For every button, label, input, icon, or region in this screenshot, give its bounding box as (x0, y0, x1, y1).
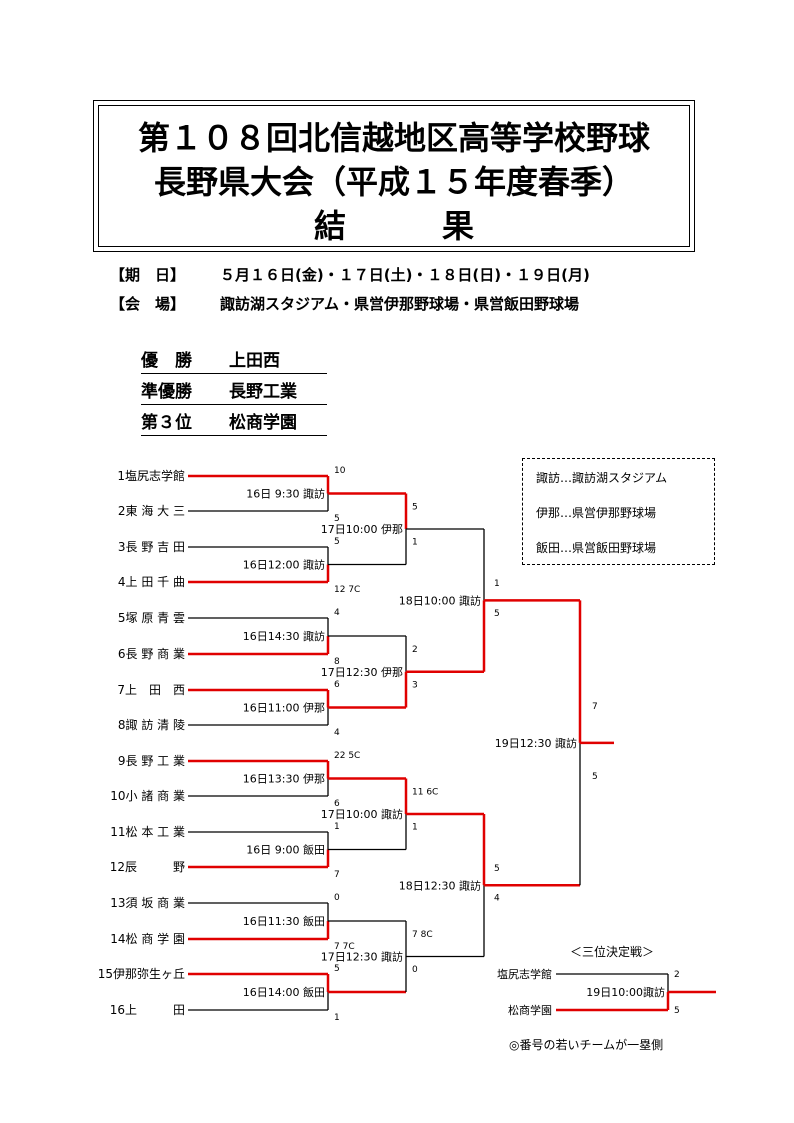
result-runner-up: 準優勝 長野工業 (141, 377, 327, 405)
team-name: 4上 田 千 曲 (118, 575, 185, 589)
game-score: 1 (334, 822, 340, 832)
result-team: 長野工業 (229, 382, 297, 402)
result-label: 優 勝 (141, 351, 192, 371)
date-label: 【期 日】 (110, 266, 186, 284)
game-label: 17日12:30 諏訪 (321, 950, 403, 964)
game-label: 17日10:00 諏訪 (321, 807, 403, 821)
result-champion: 優 勝 上田西 (141, 346, 327, 374)
game-label: 16日14:00 飯田 (243, 985, 325, 999)
team-name: 14松 商 学 園 (110, 931, 185, 946)
team-name: 11松 本 工 業 (110, 825, 185, 839)
game-label: 16日 9:00 飯田 (246, 843, 325, 857)
legend-item: 飯田…県営飯田野球場 (536, 541, 657, 555)
game-score: 5 (334, 537, 340, 547)
legend-item: 伊那…県営伊那野球場 (536, 506, 657, 520)
game-score: 6 (334, 799, 340, 809)
game-label: 16日12:00 諏訪 (243, 558, 325, 572)
venue-label: 【会 場】 (110, 295, 186, 313)
game-score: 5 (494, 609, 500, 619)
title-line-1: 第１０８回北信越地区高等学校野球 (137, 119, 650, 157)
game-score: 5 (674, 1006, 680, 1016)
game-score: 22 5C (334, 751, 360, 761)
game-score: 4 (334, 608, 340, 618)
team-name: 16上 田 (110, 1003, 185, 1017)
team-name: 5塚 原 青 雲 (118, 611, 185, 625)
game-score: 1 (412, 538, 418, 548)
game-score: 2 (674, 970, 680, 980)
team-name: 6長 野 商 業 (118, 646, 185, 661)
game-label: 16日14:30 諏訪 (243, 629, 325, 643)
venue-legend: 諏訪…諏訪湖スタジアム 伊那…県営伊那野球場 飯田…県営飯田野球場 (522, 458, 715, 565)
team-name: 2東 海 大 三 (118, 503, 185, 518)
team-name: 15伊那弥生ヶ丘 (98, 966, 185, 981)
game-label: 17日10:00 伊那 (321, 523, 403, 536)
game-score: 4 (334, 728, 340, 738)
title-box: 第１０８回北信越地区高等学校野球 長野県大会（平成１５年度春季） 結 果 (93, 100, 695, 252)
game-label: 18日10:00 諏訪 (399, 593, 481, 607)
game-score: 7 7C (334, 942, 355, 952)
title-line-2: 長野県大会（平成１５年度春季） (153, 163, 634, 201)
game-score: 5 (334, 964, 340, 974)
game-score: 5 (494, 864, 500, 874)
footnote: ◎番号の若いチームが一塁側 (509, 1038, 664, 1052)
result-label: 第３位 (141, 413, 192, 433)
game-label: 16日 9:30 諏訪 (246, 487, 325, 501)
date-value: ５月１６日(金)・１７日(土)・１８日(日)・１９日(月) (220, 266, 590, 284)
game-score: 1 (494, 579, 500, 589)
game-label: 16日11:00 伊那 (243, 702, 325, 715)
result-team: 上田西 (229, 351, 280, 371)
team-name: 12辰 野 (110, 860, 185, 874)
title-inner-frame: 第１０８回北信越地区高等学校野球 長野県大会（平成１５年度春季） 結 果 (98, 105, 690, 247)
game-score: 5 (412, 503, 418, 513)
result-label: 準優勝 (141, 382, 192, 402)
game-label: 18日12:30 諏訪 (399, 878, 481, 892)
game-score: 7 (334, 870, 340, 880)
game-score: 5 (334, 514, 340, 524)
team-name: 8諏 訪 清 陵 (118, 717, 185, 732)
result-team: 松商学園 (229, 413, 297, 433)
game-score: 7 8C (412, 930, 433, 940)
team-name: 7上 田 西 (117, 683, 185, 697)
game-score: 3 (412, 681, 418, 691)
team-name: 1塩尻志学館 (117, 468, 185, 483)
team-name: 塩尻志学館 (497, 967, 552, 981)
venue-row: 【会 場】 諏訪湖スタジアム・県営伊那野球場・県営飯田野球場 (110, 293, 579, 314)
date-row: 【期 日】 ５月１６日(金)・１７日(土)・１８日(日)・１９日(月) (110, 264, 590, 285)
game-score: 1 (334, 1013, 340, 1023)
venue-value: 諏訪湖スタジアム・県営伊那野球場・県営飯田野球場 (220, 295, 579, 313)
team-name: 3長 野 吉 田 (118, 540, 185, 554)
team-name: 10小 諸 商 業 (110, 788, 185, 803)
team-name: 9長 野 工 業 (118, 754, 185, 768)
third-place-title: ＜三位決定戦＞ (570, 944, 654, 959)
game-label: 19日10:00諏訪 (586, 985, 665, 999)
game-score: 2 (412, 645, 418, 655)
game-score: 0 (412, 965, 418, 975)
game-score: 10 (334, 466, 346, 476)
result-third: 第３位 松商学園 (141, 408, 327, 436)
game-label: 16日13:30 伊那 (243, 773, 325, 786)
game-score: 1 (412, 823, 418, 833)
game-score: 0 (334, 893, 340, 903)
game-score: 11 6C (412, 788, 438, 798)
game-score: 5 (592, 772, 598, 782)
game-score: 8 (334, 657, 340, 667)
game-label: 19日12:30 諏訪 (495, 736, 577, 750)
game-score: 4 (494, 894, 500, 904)
game-label: 17日12:30 伊那 (321, 666, 403, 679)
team-name: 13須 坂 商 業 (110, 895, 185, 910)
legend-item: 諏訪…諏訪湖スタジアム (536, 471, 668, 485)
game-score: 12 7C (334, 585, 360, 595)
game-label: 16日11:30 飯田 (243, 914, 325, 928)
game-score: 6 (334, 680, 340, 690)
team-name: 松商学園 (508, 1003, 552, 1017)
title-line-3: 結 果 (313, 207, 474, 245)
game-score: 7 (592, 702, 598, 712)
